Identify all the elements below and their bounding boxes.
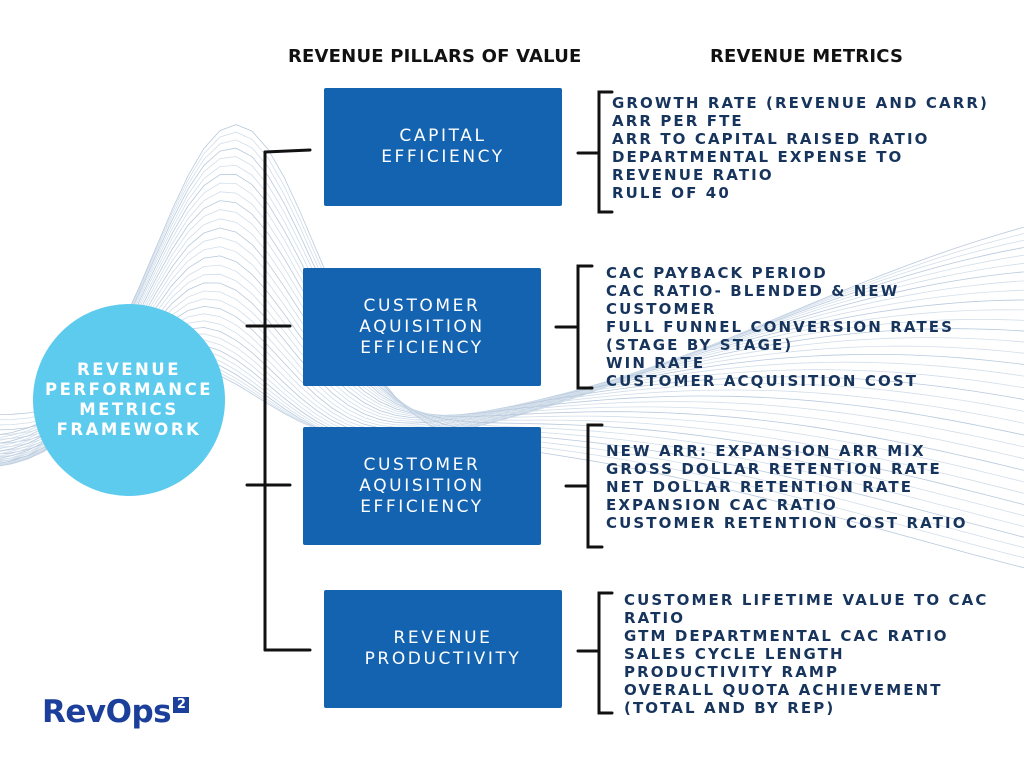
metric-item: EXPANSION CAC RATIO: [606, 496, 838, 514]
bracket-capital: [597, 90, 614, 214]
metric-item: CUSTOMER: [606, 300, 717, 318]
metric-item: NEW ARR: EXPANSION ARR MIX: [606, 442, 926, 460]
pillar-label: CAPITAL EFFICIENCY: [381, 126, 505, 167]
wave-line: [0, 191, 1024, 483]
metric-item: CUSTOMER RETENTION COST RATIO: [606, 514, 968, 532]
pillar-label: CUSTOMER AQUISITION EFFICIENCY: [359, 454, 485, 517]
metric-item: SALES CYCLE LENGTH: [624, 645, 845, 663]
metric-item: RULE OF 40: [612, 184, 731, 202]
pillar-customer-acquisition-efficiency: CUSTOMER AQUISITION EFFICIENCY: [303, 268, 541, 386]
metric-item: RATIO: [624, 609, 686, 627]
metric-item: FULL FUNNEL CONVERSION RATES: [606, 318, 955, 336]
metric-item: GTM DEPARTMENTAL CAC RATIO: [624, 627, 949, 645]
metric-item: (TOTAL AND BY REP): [624, 699, 836, 717]
metrics-list-revenue-productivity: CUSTOMER LIFETIME VALUE TO CAC RATIO GTM…: [624, 591, 988, 717]
metrics-column-header: REVENUE METRICS: [710, 46, 904, 67]
metric-item: GROSS DOLLAR RETENTION RATE: [606, 460, 942, 478]
pillar-label: CUSTOMER AQUISITION EFFICIENCY: [359, 295, 485, 358]
metric-item: CUSTOMER LIFETIME VALUE TO CAC: [624, 591, 989, 609]
hub-label: REVENUE PERFORMANCE METRICS FRAMEWORK: [45, 360, 213, 439]
metric-item: ARR TO CAPITAL RAISED RATIO: [612, 130, 930, 148]
metrics-list-capital-efficiency: GROWTH RATE (REVENUE AND CARR) ARR PER F…: [612, 94, 989, 202]
bracket-acquisition-1: [576, 264, 594, 390]
pillar-customer-acquisition-efficiency-2: CUSTOMER AQUISITION EFFICIENCY: [303, 427, 541, 545]
connector-capital: [263, 148, 312, 154]
wave-line: [0, 209, 1024, 461]
metric-item: ARR PER FTE: [612, 112, 744, 130]
bracket-productivity: [597, 591, 614, 715]
metric-item: NET DOLLAR RETENTION RATE: [606, 478, 914, 496]
wave-line: [0, 200, 1024, 471]
wave-line: [0, 173, 1024, 506]
bracket-acquisition-2: [586, 423, 604, 549]
logo-superscript: 2: [173, 697, 190, 713]
wave-line: [0, 246, 1024, 466]
pillars-column-header: REVENUE PILLARS OF VALUE: [288, 46, 582, 67]
framework-hub-circle: REVENUE PERFORMANCE METRICS FRAMEWORK: [33, 304, 225, 496]
wave-line: [0, 182, 1024, 494]
metric-item: CUSTOMER ACQUISITION COST: [606, 372, 919, 390]
logo-text: RevOps: [42, 694, 172, 730]
wave-line: [0, 164, 1024, 517]
metrics-list-customer-acquisition-efficiency-2: NEW ARR: EXPANSION ARR MIX GROSS DOLLAR …: [606, 442, 968, 532]
wave-line: [0, 236, 1024, 465]
metric-item: PRODUCTIVITY RAMP: [624, 663, 840, 681]
metric-item: WIN RATE: [606, 354, 706, 372]
pillar-label: REVENUE PRODUCTIVITY: [364, 628, 522, 669]
pillar-revenue-productivity: REVENUE PRODUCTIVITY: [324, 590, 562, 708]
metric-item: (STAGE BY STAGE): [606, 336, 794, 354]
metrics-list-customer-acquisition-efficiency: CAC PAYBACK PERIOD CAC RATIO- BLENDED & …: [606, 264, 954, 390]
metric-item: CAC RATIO- BLENDED & NEW: [606, 282, 900, 300]
wave-line: [0, 227, 1024, 464]
metric-item: OVERALL QUOTA ACHIEVEMENT: [624, 681, 943, 699]
metric-item: DEPARTMENTAL EXPENSE TO: [612, 148, 904, 166]
wave-line: [0, 218, 1024, 463]
metric-item: GROWTH RATE (REVENUE AND CARR): [612, 94, 989, 112]
metric-item: REVENUE RATIO: [612, 166, 774, 184]
metric-item: CAC PAYBACK PERIOD: [606, 264, 828, 282]
pillar-capital-efficiency: CAPITAL EFFICIENCY: [324, 88, 562, 206]
